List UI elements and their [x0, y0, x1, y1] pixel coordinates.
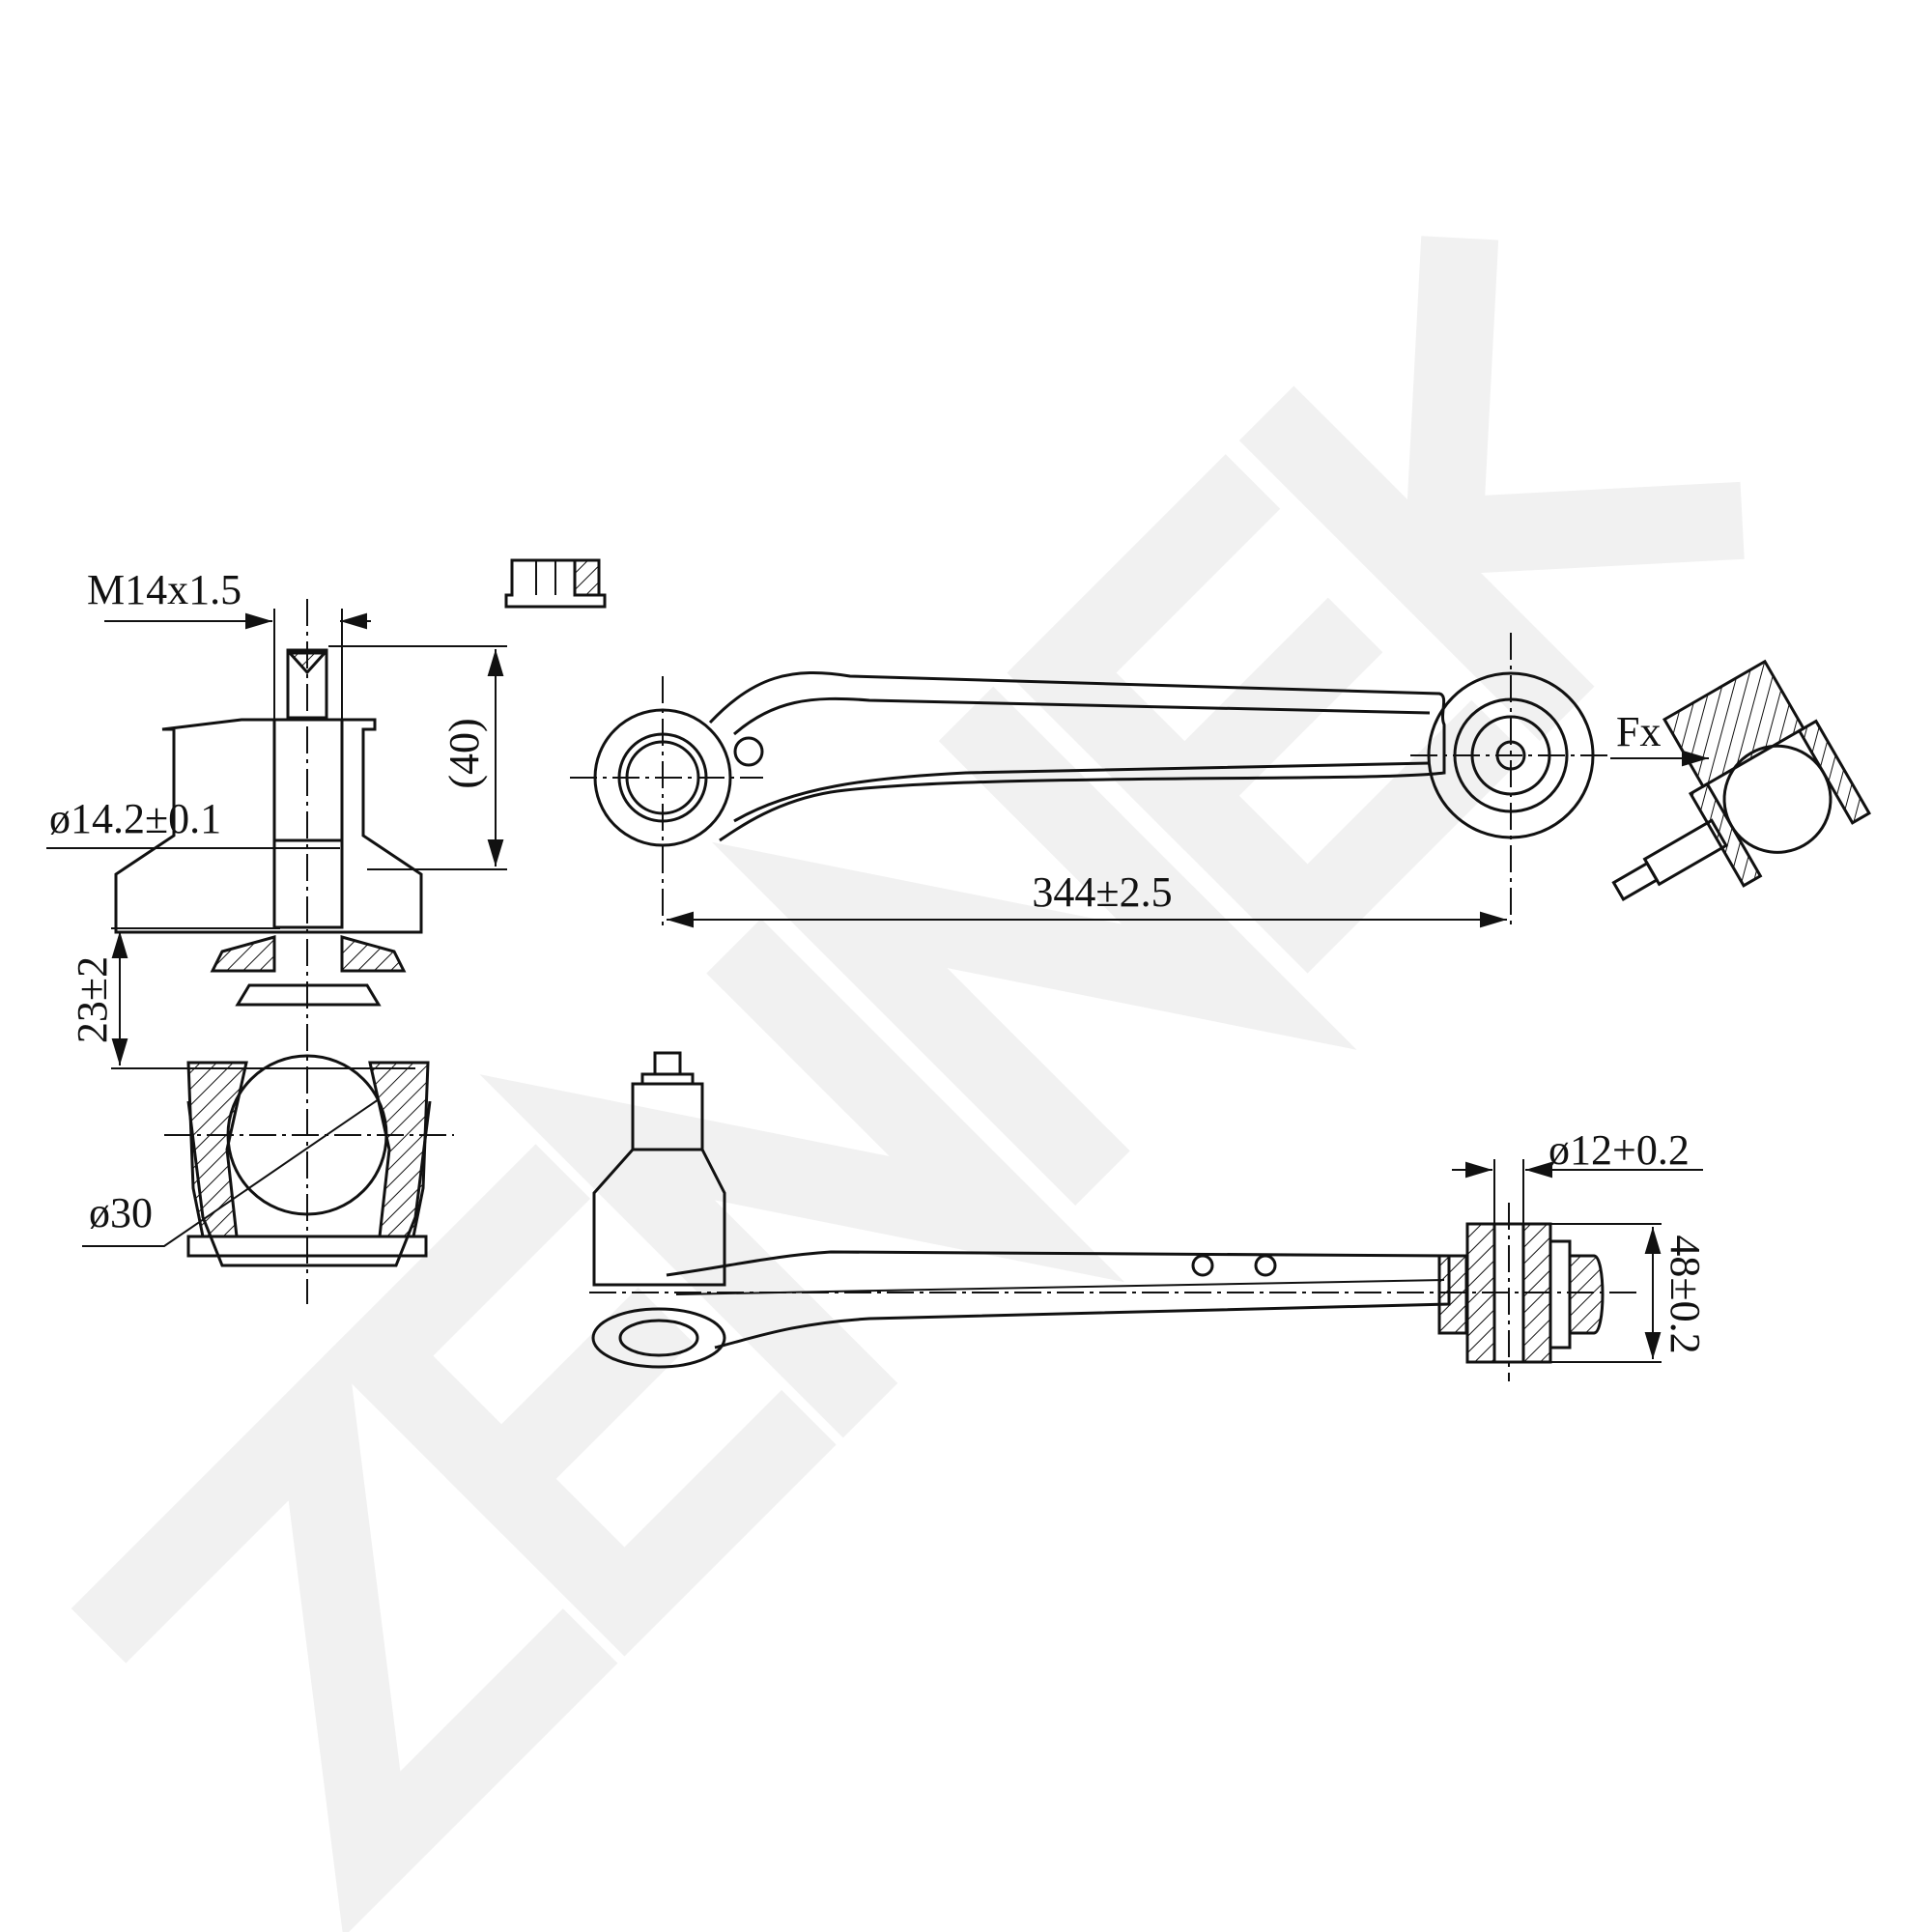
thread-dim-label: M14x1.5 — [87, 566, 242, 613]
joint-detail-view — [1611, 659, 1872, 902]
ball-joint-section — [114, 599, 454, 1304]
stud-length-dim-label: (40) — [440, 718, 488, 788]
control-arm-top-view: 344±2.5 Fx — [570, 633, 1709, 928]
control-arm-side-view — [589, 1051, 1642, 1381]
ball-diameter-dim-label: ø30 — [89, 1189, 153, 1236]
bushing-width-dim-label: 48±0.2 — [1662, 1235, 1709, 1353]
stud-diameter-dim-label: ø14.2±0.1 — [49, 795, 221, 842]
arm-length-dim-label: 344±2.5 — [1032, 868, 1172, 916]
ball-joint-dimensions: M14x1.5 (40) ø14.2±0.1 23±2 ø30 — [46, 566, 507, 1247]
watermark-logo — [71, 236, 1745, 1932]
nut-icon — [504, 558, 607, 609]
force-label: Fx — [1616, 708, 1661, 755]
bushing-dimensions: ø12+0.2 48±0.2 — [1452, 1126, 1709, 1363]
joint-height-dim-label: 23±2 — [69, 956, 116, 1043]
bushing-bore-dim-label: ø12+0.2 — [1548, 1126, 1690, 1174]
